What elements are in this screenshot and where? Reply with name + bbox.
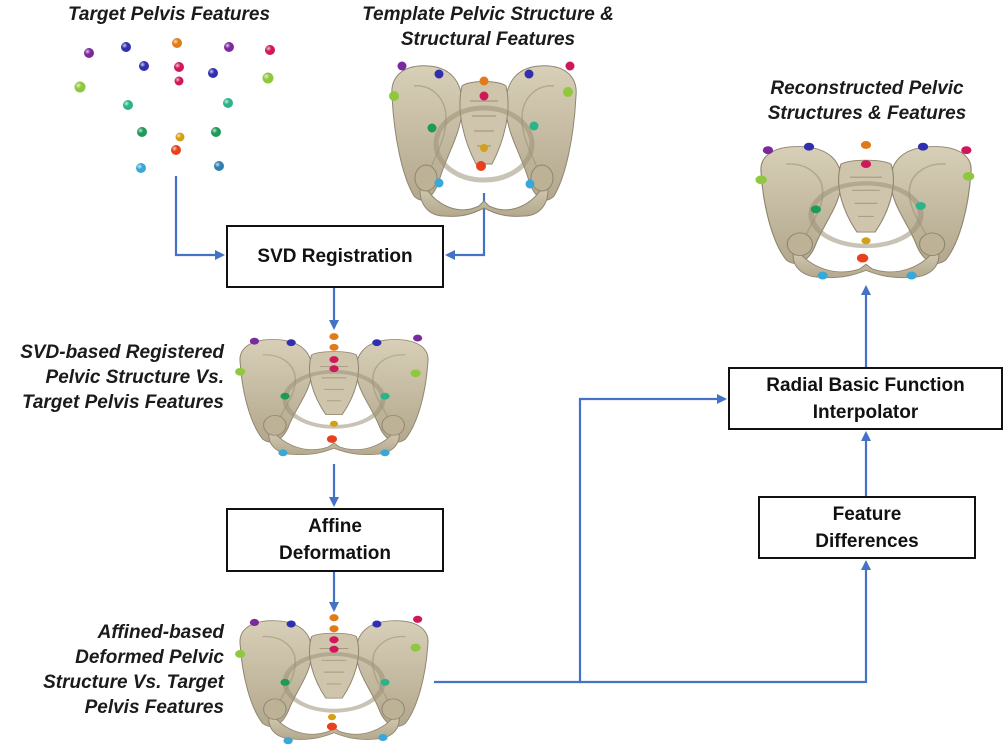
arrow-target-to-svd <box>174 176 225 260</box>
target-feature-points <box>74 38 275 173</box>
caption-reconstructed-pelvic-structures: Reconstructed Pelvic Structures & Featur… <box>767 78 967 124</box>
caption-svd-registered: SVD-based Registered Pelvic Structure Vs… <box>20 342 224 413</box>
svd-registration-box: SVD Registration <box>226 225 444 288</box>
template-pelvis-image <box>389 61 584 226</box>
caption-affine-deformed: Affined-based Deformed Pelvic Structure … <box>43 622 224 718</box>
rbf-interpolator-box: Radial Basic Function Interpolator <box>728 367 1003 430</box>
arrow-deformed-to-rbf <box>434 394 727 684</box>
svd-registered-pelvis-image <box>235 333 436 462</box>
feature-differences-box: Feature Differences <box>758 496 976 559</box>
affine-deformation-box: Affine Deformation <box>226 508 444 572</box>
reconstructed-pelvis-image <box>755 141 975 286</box>
arrow-template-to-svd <box>445 193 486 260</box>
caption-target-pelvis-features: Target Pelvis Features <box>68 4 271 25</box>
affine-deformed-pelvis-image <box>235 614 436 745</box>
caption-template-pelvic-structure: Template Pelvic Structure & Structural F… <box>362 4 614 50</box>
arrow-deformed-to-feature-diff <box>580 560 871 684</box>
